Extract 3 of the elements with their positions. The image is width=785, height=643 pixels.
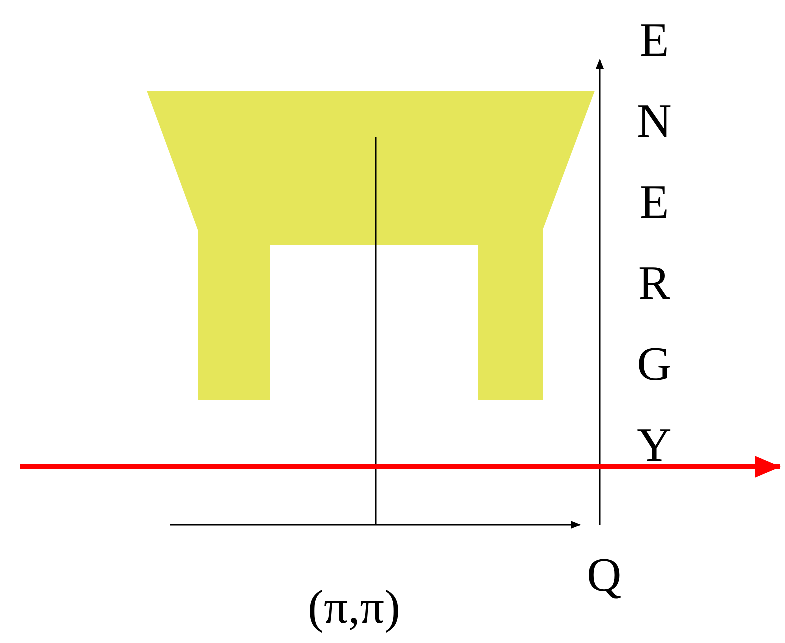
axis-label: (π,π) — [308, 584, 400, 632]
axis-label: Q — [587, 552, 622, 600]
axis-label: ENERGY — [630, 14, 678, 500]
